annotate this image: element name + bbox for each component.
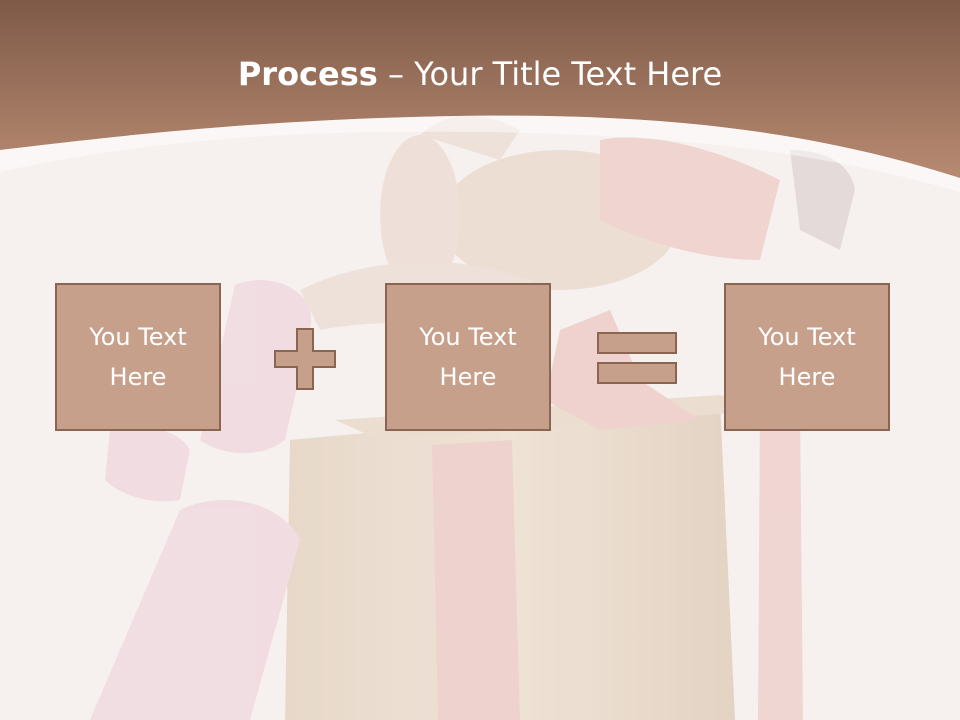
process-box-3-text: You Text Here	[758, 323, 856, 391]
equals-icon	[597, 332, 677, 384]
plus-icon	[274, 328, 336, 390]
process-box-3[interactable]: You Text Here	[724, 283, 890, 431]
title-rest: – Your Title Text Here	[377, 55, 723, 93]
slide-title: Process – Your Title Text Here	[0, 52, 960, 96]
process-box-2[interactable]: You Text Here	[385, 283, 551, 431]
title-emphasis: Process	[237, 55, 378, 93]
process-box-2-text: You Text Here	[419, 323, 517, 391]
header-band	[0, 0, 960, 178]
process-box-1[interactable]: You Text Here	[55, 283, 221, 431]
header-swoosh	[0, 115, 960, 192]
process-box-1-text: You Text Here	[89, 323, 187, 391]
